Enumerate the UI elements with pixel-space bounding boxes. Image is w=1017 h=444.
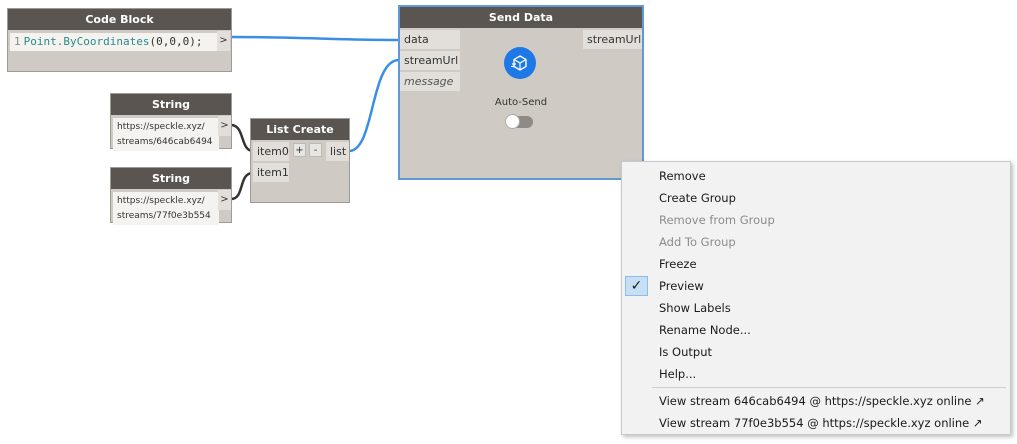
send-data-title: Send Data xyxy=(400,7,642,28)
menu-item-view-stream-2[interactable]: View stream 77f0e3b554 @ https://speckle… xyxy=(659,416,983,430)
menu-item-remove-from-group: Remove from Group xyxy=(659,213,775,227)
wire-code-to-data xyxy=(230,35,400,42)
string-input-1[interactable]: https://speckle.xyz/ streams/646cab6494 xyxy=(113,118,219,151)
menu-separator xyxy=(652,387,1006,388)
menu-item-add-to-group: Add To Group xyxy=(659,235,736,249)
menu-item-rename-node[interactable]: Rename Node... xyxy=(659,323,751,337)
menu-item-show-labels[interactable]: Show Labels xyxy=(659,301,731,315)
send-input-message[interactable]: message xyxy=(400,72,460,91)
send-data-node[interactable]: Send Data data streamUrl message streamU… xyxy=(398,5,644,180)
string-2-line2: streams/77f0e3b554 xyxy=(117,211,211,221)
add-input-button[interactable]: + xyxy=(293,143,306,157)
preview-check-icon: ✓ xyxy=(625,276,648,296)
code-block-output-port[interactable]: > xyxy=(217,31,230,51)
node-context-menu: Remove Create Group Remove from Group Ad… xyxy=(621,161,1011,435)
code-function: Point.ByCoordinates xyxy=(23,35,150,48)
send-input-data[interactable]: data xyxy=(400,30,460,49)
menu-item-create-group[interactable]: Create Group xyxy=(659,191,736,205)
string-node-1-title: String xyxy=(111,94,231,115)
menu-item-preview[interactable]: ✓ Preview xyxy=(622,275,1010,297)
string-1-line2: streams/646cab6494 xyxy=(117,137,213,147)
line-number: 1 xyxy=(14,35,21,48)
string-input-2[interactable]: https://speckle.xyz/ streams/77f0e3b554 xyxy=(113,192,219,225)
auto-send-toggle-knob xyxy=(505,114,520,129)
string-node-2-output-port[interactable]: > xyxy=(218,190,231,210)
menu-item-freeze[interactable]: Freeze xyxy=(659,257,697,271)
string-1-line1: https://speckle.xyz/ xyxy=(117,122,205,132)
menu-item-help[interactable]: Help... xyxy=(659,367,697,381)
string-node-2[interactable]: String https://speckle.xyz/ streams/77f0… xyxy=(110,167,232,225)
menu-item-is-output[interactable]: Is Output xyxy=(659,345,712,359)
speckle-logo-icon xyxy=(504,47,536,79)
menu-item-preview-label: Preview xyxy=(659,279,704,293)
send-output-streamurl[interactable]: streamUrl xyxy=(583,30,642,49)
wire-list-to-streamurl xyxy=(348,58,400,153)
code-args: (0,0,0); xyxy=(149,35,203,48)
list-input-item0[interactable]: item0 xyxy=(253,142,289,161)
string-node-1-output-port[interactable]: > xyxy=(218,116,231,136)
string-node-2-title: String xyxy=(111,168,231,189)
menu-item-view-stream-1[interactable]: View stream 646cab6494 @ https://speckle… xyxy=(659,394,985,408)
list-create-title: List Create xyxy=(251,119,349,140)
send-input-streamurl[interactable]: streamUrl xyxy=(400,51,460,70)
list-output-port[interactable]: list xyxy=(326,142,349,161)
code-block-title: Code Block xyxy=(8,9,231,30)
remove-input-button[interactable]: - xyxy=(309,143,322,157)
menu-item-remove[interactable]: Remove xyxy=(659,169,706,183)
string-2-line1: https://speckle.xyz/ xyxy=(117,196,205,206)
auto-send-label: Auto-Send xyxy=(494,97,548,108)
list-create-node[interactable]: List Create item0 item1 + - list xyxy=(250,118,350,203)
list-input-item1[interactable]: item1 xyxy=(253,163,289,182)
auto-send-toggle[interactable] xyxy=(505,114,533,129)
string-node-1[interactable]: String https://speckle.xyz/ streams/646c… xyxy=(110,93,232,151)
